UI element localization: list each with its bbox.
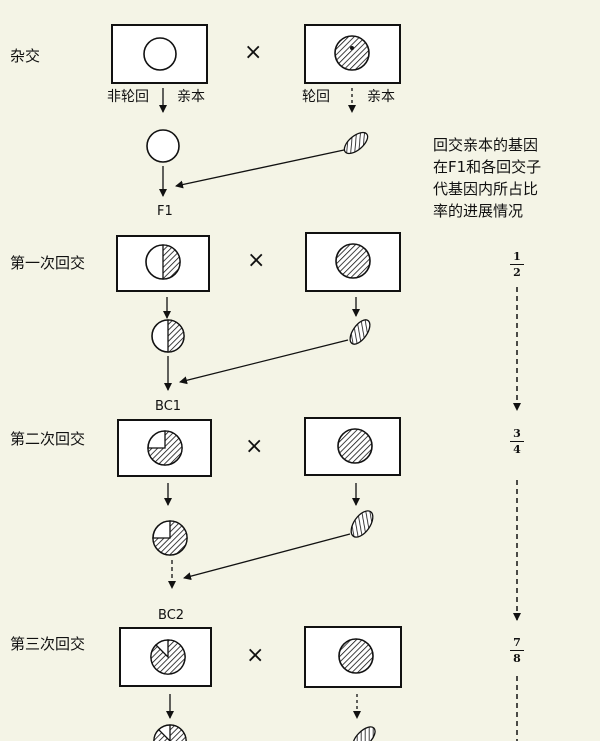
offspring-egg-1 (151, 319, 185, 353)
female-parent-cell-2 (147, 430, 183, 466)
pollen-arrow-1 (179, 339, 349, 385)
fraction-1: 1 2 (507, 251, 527, 278)
cross-symbol-3: × (246, 643, 265, 668)
progress-note: 回交亲本的基因 在F1和各回交子 代基因内所占比 率的进展情况 (433, 134, 593, 222)
note-line-4: 率的进展情况 (433, 202, 524, 220)
row-label-3: 第三次回交 (10, 635, 86, 653)
pollen-0 (343, 131, 369, 155)
male-parent-cell-2 (337, 428, 373, 464)
non-recurrent-parent-suffix: 亲本 (177, 89, 205, 105)
offspring-egg-0 (146, 129, 180, 163)
female-parent-cell-3 (150, 639, 186, 675)
pollen-3 (352, 726, 376, 741)
note-line-2: 在F1和各回交子 (433, 158, 542, 176)
non-recurrent-label: 非轮回 (107, 89, 149, 105)
fraction-3-bar (510, 650, 524, 651)
fraction-1-denominator: 2 (513, 266, 521, 279)
row-label-0: 杂交 (10, 47, 41, 65)
female-parent-cell-1 (145, 244, 181, 280)
pollen-2 (350, 510, 374, 538)
pollen-arrow-2 (183, 533, 351, 581)
pollen-arrow-0 (175, 149, 345, 189)
fraction-3: 7 8 (507, 637, 527, 664)
male-parent-cell-3 (338, 638, 374, 674)
row-label-1: 第一次回交 (10, 254, 86, 272)
offspring-egg-2 (152, 520, 188, 556)
cross-symbol-0: × (244, 40, 263, 65)
row-label-2: 第二次回交 (10, 430, 86, 448)
generation-label-bc1: BC1 (155, 399, 182, 414)
recurrent-label: 轮回 (302, 89, 330, 105)
male-parent-cell-0 (334, 35, 370, 71)
recurrent-parent-suffix: 亲本 (367, 89, 395, 105)
offspring-egg-3 (153, 724, 187, 741)
fraction-1-numerator: 1 (513, 250, 521, 263)
fraction-3-denominator: 8 (513, 652, 521, 665)
fraction-2-numerator: 3 (513, 427, 521, 440)
fraction-1-bar (510, 264, 524, 265)
cross-symbol-1: × (247, 248, 266, 273)
generation-label-f1: F1 (157, 204, 173, 219)
note-line-1: 回交亲本的基因 (433, 136, 539, 154)
male-parent-box-3 (304, 626, 402, 688)
male-parent-cell-1 (335, 243, 371, 279)
fraction-3-numerator: 7 (513, 636, 521, 649)
cross-symbol-2: × (245, 434, 264, 459)
fraction-2-bar (510, 441, 524, 442)
pollen-1 (349, 319, 371, 345)
female-parent-cell-0 (143, 37, 177, 71)
fraction-2: 3 4 (507, 428, 527, 455)
generation-label-bc2: BC2 (158, 608, 185, 623)
note-line-3: 代基因内所占比 (433, 180, 539, 198)
fraction-2-denominator: 4 (513, 443, 521, 456)
